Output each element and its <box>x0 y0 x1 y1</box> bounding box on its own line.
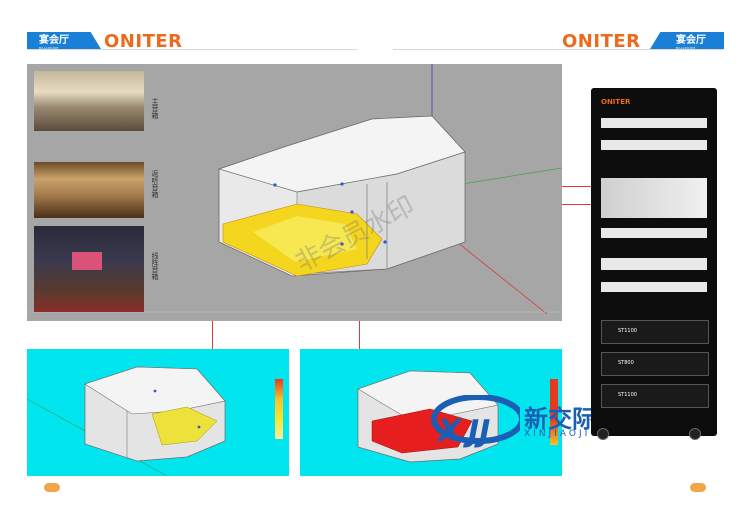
header-rule-right <box>393 49 723 50</box>
brand-logo-left: ONITER <box>104 31 183 52</box>
rack-amplifier-3-label: ST1100 <box>618 392 637 398</box>
header-rule-left <box>27 49 357 50</box>
simulation-panel-left <box>27 349 289 476</box>
rack-unit-processor-1 <box>601 118 707 128</box>
section-tag-left: 宴会厅 BALLROOM <box>27 32 101 49</box>
photo-main-speakers <box>34 71 144 131</box>
section-tag-right-sub: BALLROOM <box>676 46 696 50</box>
color-scale-bar-right <box>550 379 558 445</box>
connector-line-mid <box>359 321 360 349</box>
brand-logo-right: ONITER <box>562 31 641 52</box>
photo-monitor-speakers <box>34 162 144 218</box>
photo-stage-screen <box>72 252 102 270</box>
equipment-rack: ONITER ST1100 ST800 ST1100 <box>591 88 717 440</box>
rack-unit-sequencer <box>601 282 707 292</box>
company-logo-cn: 新交际 <box>524 405 596 433</box>
svg-text:JJ: JJ <box>463 414 490 449</box>
connector-line-rack-2 <box>562 204 592 205</box>
main-3d-view: 主音箱 返听音箱 线阵音箱 非会员水印 <box>27 64 562 321</box>
section-tag-left-sub: BALLROOM <box>39 46 59 50</box>
company-logo: X JJ 新交际 XINJIAOJI <box>420 395 596 450</box>
photo-line-array-speakers <box>34 226 144 312</box>
section-tag-left-text: 宴会厅 <box>39 35 69 46</box>
page-number-right <box>690 483 706 492</box>
company-logo-en: XINJIAOJI <box>524 429 591 439</box>
rack-amplifier-2-label: ST800 <box>618 360 634 366</box>
company-logo-mark: X JJ <box>431 395 520 449</box>
rack-amplifier-3: ST1100 <box>601 384 709 408</box>
rack-unit-processor-2 <box>601 140 707 150</box>
rack-unit-wireless <box>601 228 707 238</box>
simulation-model-right <box>357 370 499 463</box>
rack-caster-left <box>597 428 609 440</box>
connector-line-left <box>212 321 213 349</box>
rack-unit-mixer <box>601 178 707 218</box>
simulation-model-left <box>27 366 226 476</box>
photo-label-main: 主音箱 <box>151 98 159 119</box>
connector-line-rack-1 <box>562 186 592 187</box>
rack-unit-receiver <box>601 258 707 270</box>
rack-caster-right <box>689 428 701 440</box>
main-3d-model <box>27 64 562 315</box>
svg-text:X: X <box>436 414 463 449</box>
section-tag-right: 宴会厅 BALLROOM <box>650 32 724 49</box>
photo-label-line-array: 线阵音箱 <box>151 252 159 280</box>
section-tag-right-text: 宴会厅 <box>676 35 706 46</box>
color-scale-bar-left <box>275 379 283 439</box>
rack-amplifier-1-label: ST1100 <box>618 328 637 334</box>
photo-label-monitor: 返听音箱 <box>151 170 159 198</box>
rack-brand: ONITER <box>601 98 631 106</box>
rack-amplifier-1: ST1100 <box>601 320 709 344</box>
rack-amplifier-2: ST800 <box>601 352 709 376</box>
page-number-left <box>44 483 60 492</box>
